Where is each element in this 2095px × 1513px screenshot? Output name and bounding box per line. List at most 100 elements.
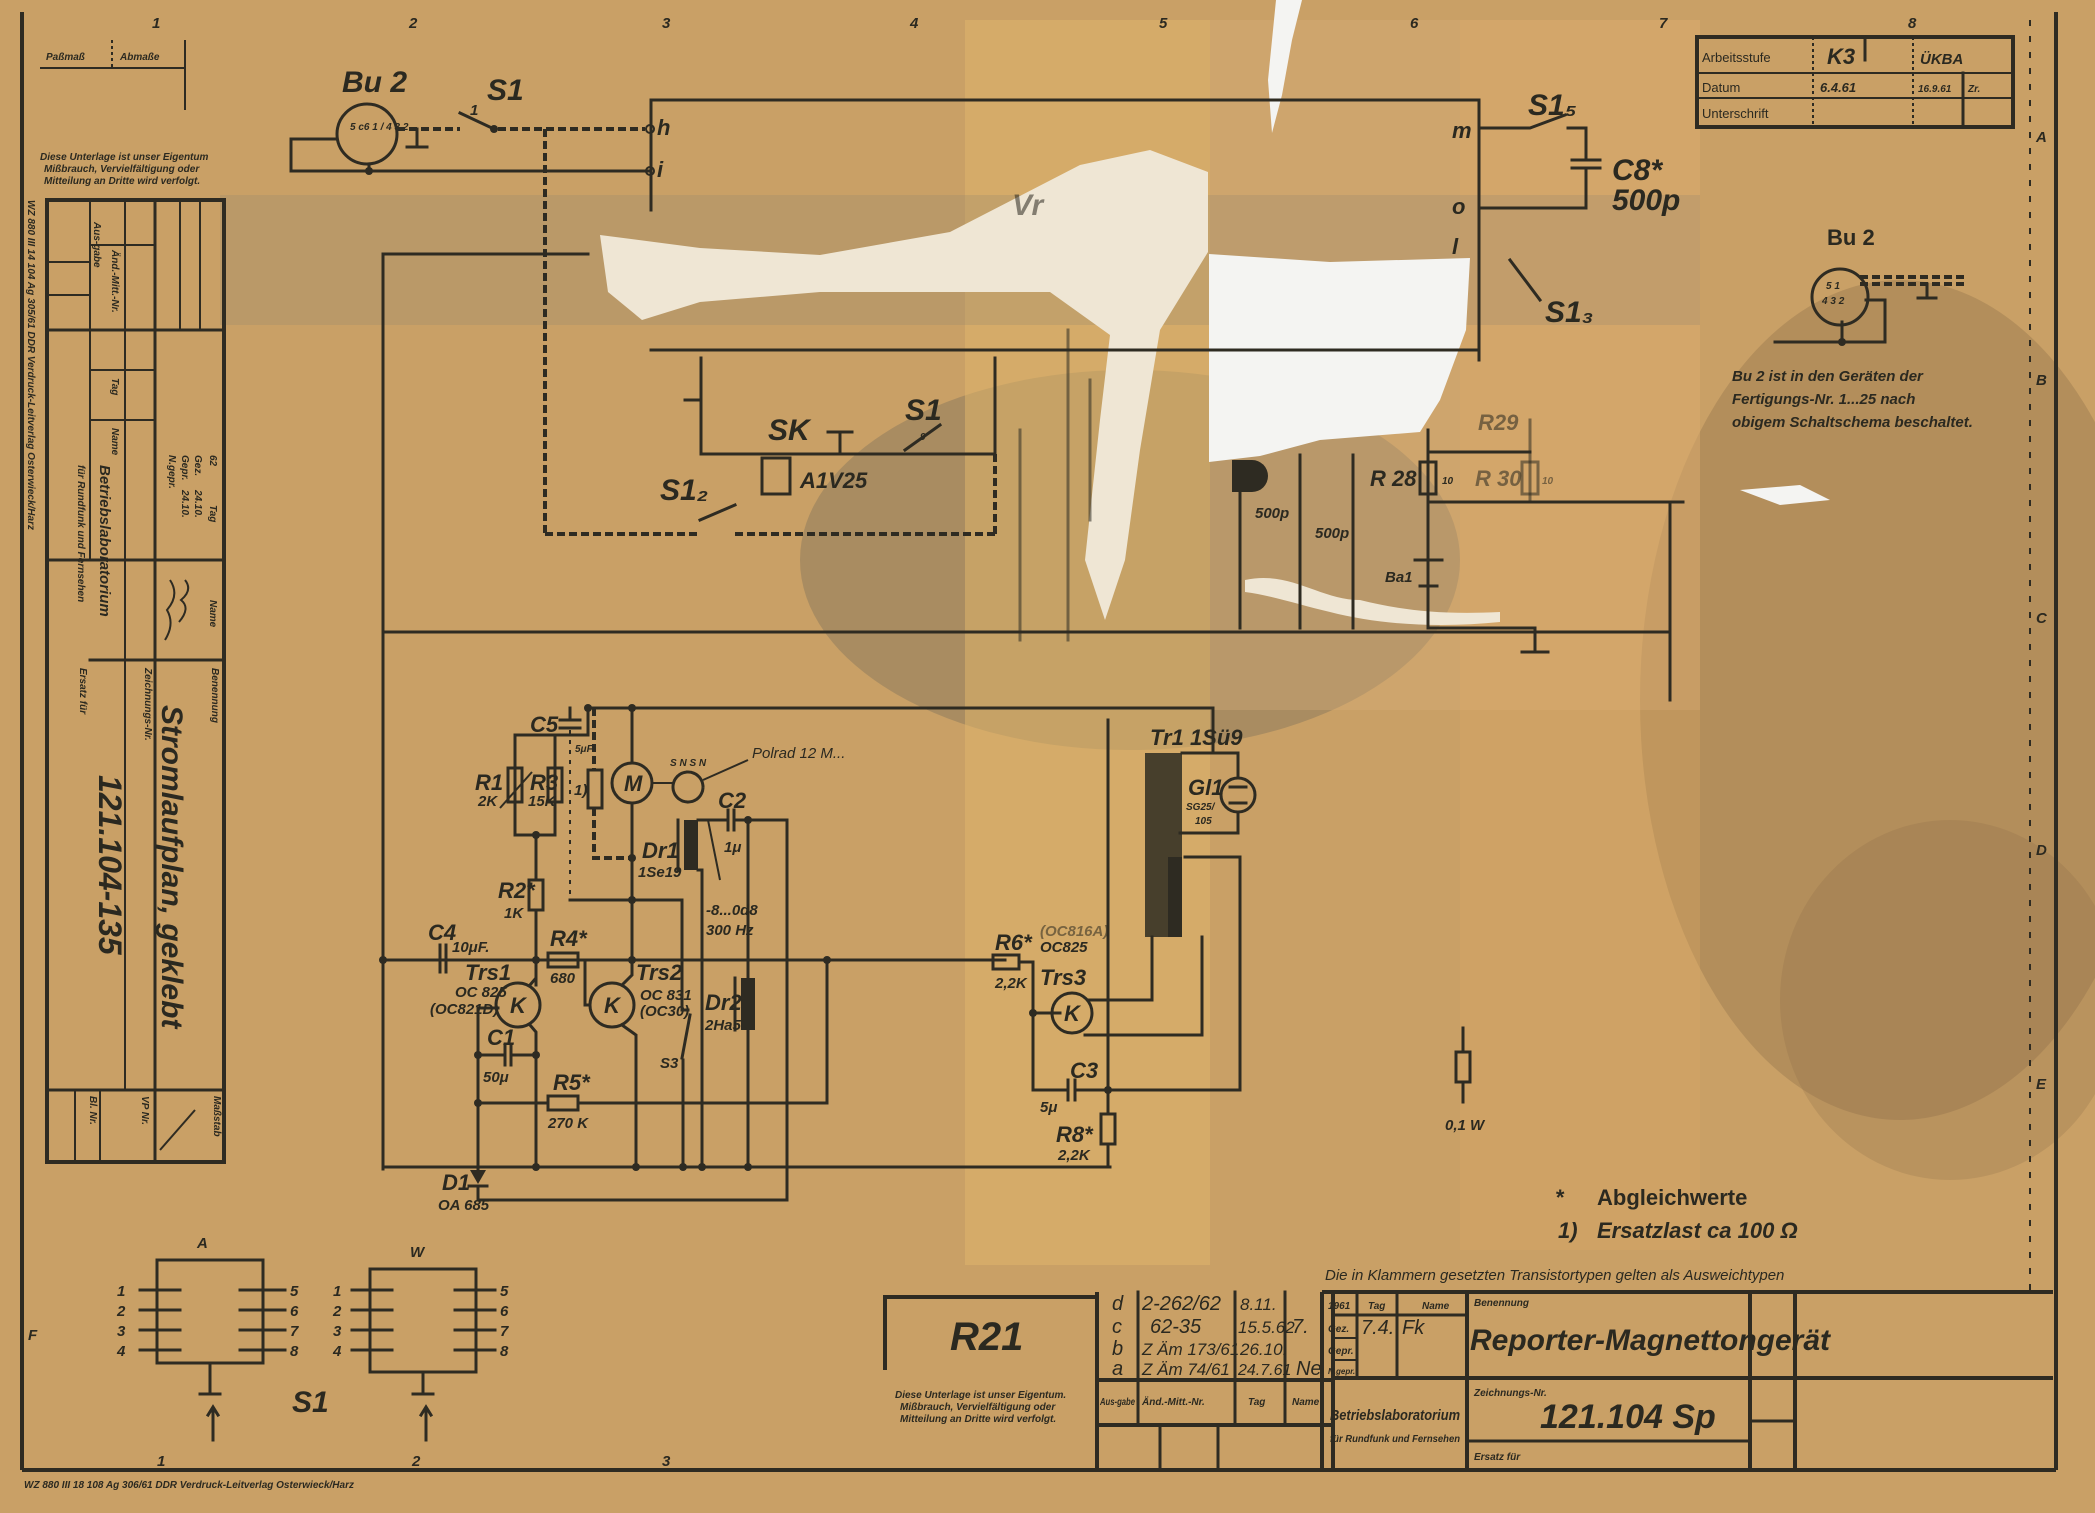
left-signatures — [164, 579, 190, 641]
terminal-i: i — [657, 157, 664, 182]
revision-number: Z Äm 173/61 — [1141, 1340, 1239, 1359]
r4-value: 680 — [550, 970, 576, 987]
switch-diagram: A W 1 2 3 4 5 6 7 8 1 2 3 4 5 6 7 8 — [116, 1235, 509, 1442]
left-org: Betriebslaboratorium — [96, 465, 113, 617]
trs2-type: OC 831 — [640, 987, 692, 1004]
left-drawing-number: 121.104-135 — [92, 775, 128, 956]
bu2-socket-icon — [1810, 267, 1870, 327]
switch-w-contact-3: 3 — [333, 1323, 342, 1340]
ownership-disclaimer: Diese Unterlage ist unser Eigentum Mißbr… — [40, 152, 208, 187]
revision-date: 8.11. — [1240, 1295, 1277, 1314]
drawing-number: 121.104 Sp — [1540, 1398, 1716, 1436]
d1-value: OA 685 — [438, 1197, 490, 1214]
switch-w-actuator-arrow-icon — [418, 1404, 434, 1442]
r6-label: R6* — [995, 930, 1033, 955]
c8-label: C8* — [1612, 154, 1663, 187]
switch-name: S1 — [292, 1386, 329, 1419]
r4-label: R4* — [550, 926, 588, 951]
c1-value: 50μ — [483, 1069, 509, 1086]
capacitor-a-value: 500p — [1255, 505, 1289, 522]
s1-label: S1 — [487, 74, 524, 107]
trs3-alt: (OC816A) — [1040, 923, 1108, 940]
disclaimer-line-1: Diese Unterlage ist unser Eigentum — [40, 152, 208, 163]
title-ngepr-label: N.gepr. — [1328, 1367, 1355, 1376]
r3-value: 15K — [528, 793, 557, 810]
grid-col-bottom-3: 3 — [662, 1453, 671, 1470]
printer-mark-bottom: WZ 880 III 18 108 Ag 306/61 DDR Verdruck… — [24, 1480, 354, 1491]
terminal-h: h — [657, 115, 670, 140]
revision-letter: b — [1112, 1338, 1123, 1360]
switch-w-label: W — [410, 1244, 426, 1261]
grid-row-e: E — [2036, 1076, 2047, 1093]
c1-label: C1 — [487, 1025, 515, 1050]
pole-wheel-icon — [671, 770, 705, 804]
disclaimer-line-3: Mitteilung an Dritte wird verfolgt. — [44, 176, 200, 187]
revision-disclaimer-1: Diese Unterlage ist unser Eigentum. — [895, 1390, 1066, 1401]
left-title-block: Aus-gabe Änd.-Mitt.-Nr. Tag Name 62 Tag … — [45, 198, 226, 1164]
pole-wheel-poles: S N S N — [670, 758, 707, 769]
printer-mark-vertical: WZ 880 III 14 104 Ag 305/61 DDR Verdruck… — [25, 200, 36, 530]
r1-potentiometer — [506, 766, 524, 804]
left-tag-label: Tag — [109, 378, 120, 395]
torn-paper-hole — [1209, 254, 1470, 462]
load-resistor-value: 0,1 W — [1445, 1117, 1486, 1134]
bu2-detail-label: Bu 2 — [1827, 225, 1875, 250]
s1-3-switch-blade — [1507, 257, 1543, 303]
terminal-m: m — [1452, 118, 1472, 143]
trs1-type: OC 825 — [455, 984, 507, 1001]
grid-col-1: 1 — [152, 15, 160, 32]
trs2-transistor-icon — [588, 981, 636, 1029]
switch-w-contact-8: 8 — [500, 1343, 509, 1360]
trs1-alt: (OC821D) — [430, 1001, 498, 1018]
left-ausgabe-label: Aus-gabe — [91, 221, 102, 268]
motor-label: M — [624, 771, 643, 796]
revision-date: 26.10. — [1239, 1340, 1287, 1359]
load-ref: 1) — [574, 782, 587, 799]
s1-9-switch-blade — [902, 422, 943, 453]
grid-row-d: D — [2036, 842, 2047, 859]
stage-block: Arbeitsstufe K3 ÜKBA Datum 6.4.61 16.9.6… — [1695, 35, 2015, 129]
r2-label: R2* — [498, 878, 536, 903]
grid-col-5: 5 — [1159, 15, 1168, 32]
s3-label: S3 — [660, 1055, 679, 1072]
bu2-note-line-1: Bu 2 ist in den Geräten der — [1732, 368, 1924, 385]
glue-spot-right — [1740, 485, 1830, 505]
switch-w-contact-4: 4 — [332, 1343, 342, 1360]
c2-label: C2 — [718, 788, 747, 813]
trs2-label: Trs2 — [636, 960, 683, 985]
switch-a-contact-8: 8 — [290, 1343, 299, 1360]
revision-header-aend: Änd.-Mitt.-Nr. — [1141, 1395, 1205, 1408]
disclaimer-line-2: Mißbrauch, Vervielfältigung oder — [44, 164, 200, 175]
r8-label: R8* — [1056, 1122, 1094, 1147]
grid-col-6: 6 — [1410, 15, 1419, 32]
r1-value: 2K — [477, 793, 498, 810]
bu2-label: Bu 2 — [342, 66, 407, 99]
grid-row-c: C — [2036, 610, 2048, 627]
revision-header-ausgabe: Aus-gabe — [1099, 1397, 1135, 1408]
r29-label: R29 — [1478, 410, 1519, 435]
dr2-inductor — [741, 978, 755, 1030]
left-sheet-title: Stromlaufplan, geklebt — [155, 705, 188, 1030]
c2-value: 1μ — [724, 839, 741, 856]
s1-pole: 1 — [470, 102, 478, 119]
gl1-label: Gl1 — [1188, 775, 1223, 800]
title-year: 1961 — [1328, 1301, 1351, 1312]
d1-label: D1 — [442, 1170, 470, 1195]
left-zeichnungs-nr-label: Zeichnungs-Nr. — [142, 667, 153, 741]
revision-number: 62-35 — [1150, 1316, 1202, 1338]
grid-col-2: 2 — [408, 15, 418, 32]
revision-row: a Z Äm 74/61 24.7.61 Ne — [1112, 1358, 1322, 1380]
note-bracket-types: Die in Klammern gesetzten Transistortype… — [1325, 1267, 1784, 1284]
r28-label: R 28 — [1370, 466, 1417, 491]
switch-w-contact-6: 6 — [500, 1303, 509, 1320]
grid-row-f: F — [28, 1327, 38, 1344]
left-bl-nr-label: Bl. Nr. — [87, 1096, 98, 1125]
date-2: 16.9.61 — [1918, 84, 1952, 95]
sk-sensor-icon — [760, 456, 792, 496]
grid-col-bottom-1: 1 — [157, 1453, 165, 1470]
left-ngepr-label: N.gepr. — [166, 455, 177, 489]
bu2-note-line-3: obigem Schaltschema beschaltet. — [1732, 414, 1973, 431]
revision-number: Z Äm 74/61 — [1141, 1360, 1230, 1379]
c4-label: C4 — [428, 920, 456, 945]
